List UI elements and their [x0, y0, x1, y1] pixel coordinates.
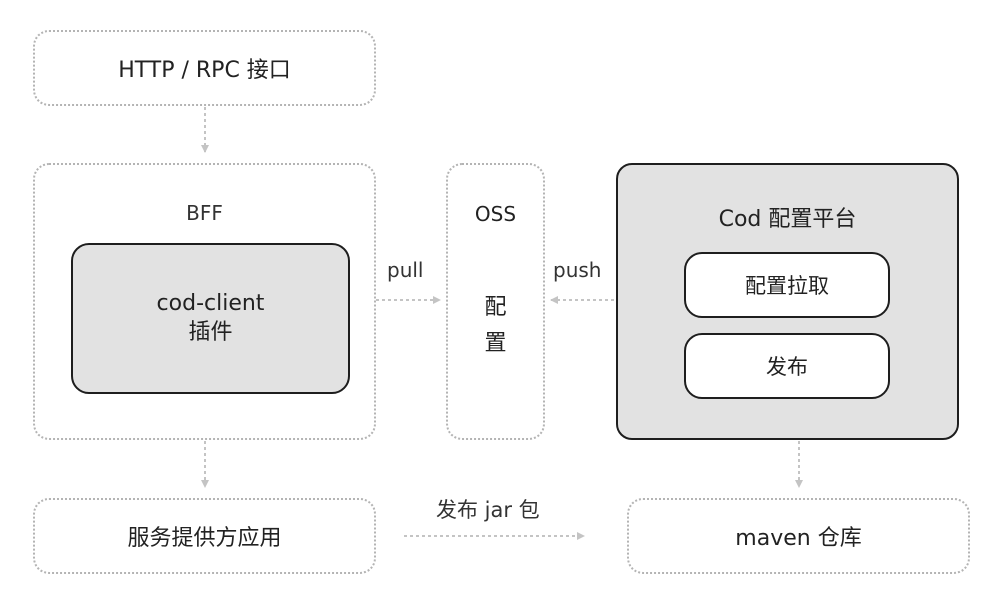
service-provider-box: 服务提供方应用 [33, 498, 376, 574]
http-rpc-box: HTTP / RPC 接口 [33, 30, 376, 106]
config-pull-label: 配置拉取 [745, 274, 829, 298]
cod-platform-title: Cod 配置平台 [718, 207, 857, 232]
cod-client-plugin-box: cod-client 插件 [71, 243, 350, 394]
maven-repo-box: maven 仓库 [627, 498, 970, 574]
push-label: push [553, 258, 602, 282]
cod-client-label: cod-client [156, 290, 265, 316]
http-rpc-label: HTTP / RPC 接口 [118, 58, 291, 83]
oss-container: OSS 配 置 [446, 163, 545, 440]
oss-char-2: 置 [484, 331, 507, 356]
publish-jar-label: 发布 jar 包 [436, 498, 540, 522]
maven-repo-label: maven 仓库 [735, 526, 862, 551]
publish-label: 发布 [766, 355, 808, 379]
oss-title: OSS [474, 202, 517, 226]
plugin-label: 插件 [188, 319, 233, 345]
oss-char-1: 配 [484, 295, 507, 320]
service-provider-label: 服务提供方应用 [127, 526, 282, 551]
pull-label: pull [387, 258, 424, 282]
config-pull-box: 配置拉取 [684, 252, 890, 318]
bff-title: BFF [186, 201, 223, 225]
publish-box: 发布 [684, 333, 890, 399]
